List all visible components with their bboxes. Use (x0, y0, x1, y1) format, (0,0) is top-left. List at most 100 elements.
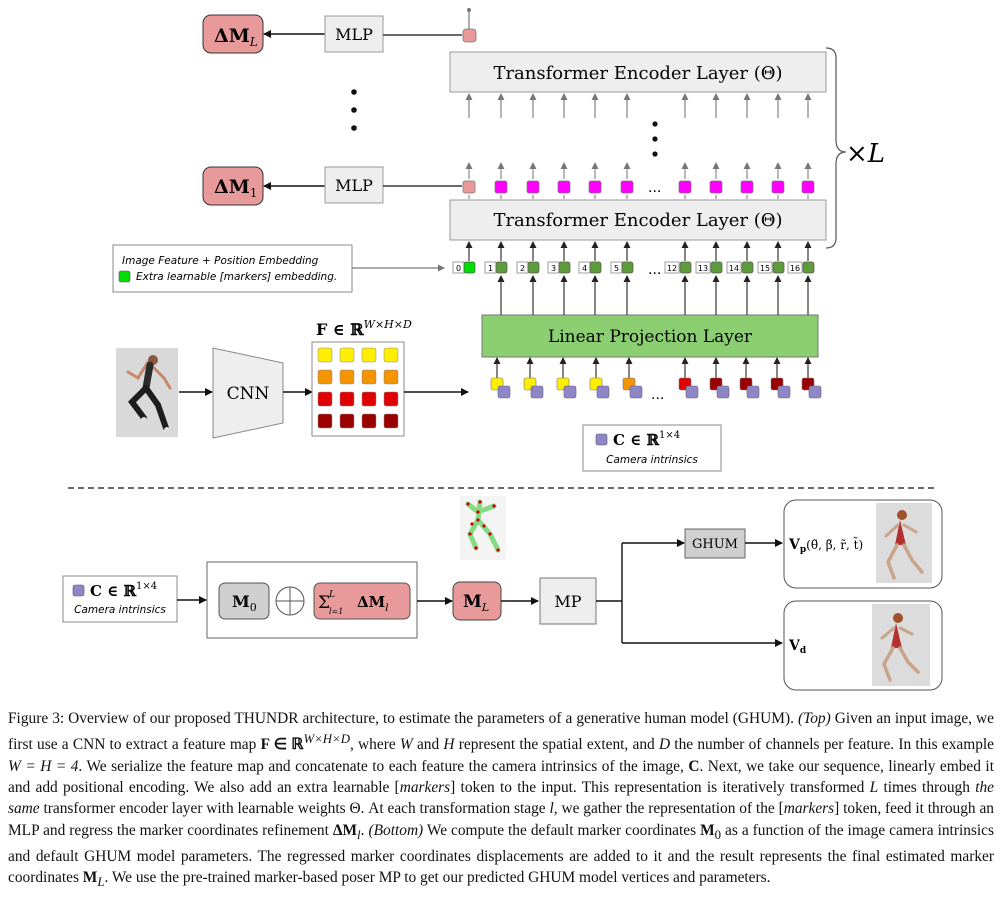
token-index-8: 14 (729, 264, 739, 273)
transformer-bottom-label: Transformer Encoder Layer (Θ) (493, 210, 782, 231)
feature-map-grid (311, 341, 405, 437)
output-token-2 (526, 180, 540, 194)
embedding-token-9 (772, 261, 785, 274)
feature-cell-2-0 (317, 391, 333, 407)
embedding-token-6 (679, 261, 692, 274)
svg-text:ΔMl: ΔMl (357, 593, 388, 614)
camera-intrinsics-box-top: C ∈ ℝ1×4 Camera intrinsics (582, 424, 722, 472)
token-index-7: 13 (698, 264, 708, 273)
embedding-token-8 (741, 261, 754, 274)
output-token-9 (771, 180, 785, 194)
repeat-brace (825, 47, 847, 249)
feature-cell-1-3 (383, 369, 399, 385)
embedding-token-4 (589, 261, 602, 274)
token-index-5: 5 (614, 264, 619, 273)
svg-text:Σ: Σ (318, 593, 330, 613)
output-token-1 (494, 180, 508, 194)
token-index-box-9 (757, 261, 773, 274)
cnn-label: CNN (227, 384, 270, 404)
cnn-block: CNN (212, 347, 284, 439)
feature-row-ellipsis: ... (651, 387, 664, 403)
transformer-top-label: Transformer Encoder Layer (Θ) (493, 63, 782, 84)
marker-skeleton-image (460, 496, 506, 560)
ghum-box: GHUM (684, 528, 746, 559)
camera-bottom-caption: Camera intrinsics (74, 604, 166, 616)
delta-ml-sub: L (249, 35, 258, 49)
add-operator-icon (275, 586, 305, 616)
vp-output-box: Vp(θ̃, β̃, r̃, t̃) (783, 499, 943, 589)
output-token-6 (678, 180, 692, 194)
feature-cell-0-0 (317, 347, 333, 363)
feature-cell-3-2 (361, 413, 377, 429)
feature-cell-0-1 (339, 347, 355, 363)
feature-cell-1-2 (361, 369, 377, 385)
embedding-token-5 (621, 261, 634, 274)
feature-token-row (490, 357, 822, 399)
architecture-diagram: ΔML MLP Transformer Encoder Layer (Θ) ×L… (62, 8, 943, 691)
output-row-ellipsis: ... (648, 180, 661, 196)
delta-m1-sub: 1 (250, 186, 258, 200)
arrows-into-bottom-transformer (465, 241, 812, 261)
output-token-5 (620, 180, 634, 194)
token-index-box-8 (726, 261, 742, 274)
svg-text:M0: M0 (232, 592, 257, 614)
embedding-token-7 (710, 261, 723, 274)
feature-cell-1-1 (339, 369, 355, 385)
feature-cell-2-1 (339, 391, 355, 407)
ml-box: ML (452, 581, 502, 621)
feature-cell-2-2 (361, 391, 377, 407)
embedding-token-10 (802, 261, 815, 274)
embedding-token-1 (495, 261, 508, 274)
mp-label: MP (554, 592, 581, 611)
svg-text:l=1: l=1 (329, 607, 343, 616)
vertical-ellipsis-right (652, 121, 658, 157)
svg-text:Vp(θ̃, β̃, r̃, t̃): Vp(θ̃, β̃, r̃, t̃) (788, 536, 863, 555)
delta-sum-box: Σ L l=1 ΔMl (313, 582, 411, 620)
token-index-9: 15 (760, 264, 770, 273)
token-index-1: 1 (488, 264, 493, 273)
embedding-token-3 (558, 261, 571, 274)
token-index-6: 12 (667, 264, 677, 273)
token-index-box-6 (664, 261, 680, 274)
token-index-4: 4 (582, 264, 587, 273)
feature-cell-3-0 (317, 413, 333, 429)
feature-cell-1-0 (317, 369, 333, 385)
marker-token-out (462, 180, 476, 194)
camera-token-0 (497, 385, 511, 399)
feature-cell-3-1 (339, 413, 355, 429)
transformer-encoder-bottom: Transformer Encoder Layer (Θ) (449, 199, 827, 241)
input-image (116, 348, 178, 437)
camera-token-1 (530, 385, 544, 399)
mp-box: MP (539, 577, 597, 625)
arrows-into-top-transformer (465, 93, 812, 118)
svg-text:L: L (328, 590, 335, 600)
camera-intrinsics-box-bottom: C ∈ ℝ1×4 Camera intrinsics (62, 575, 178, 623)
token-index-box-7 (695, 261, 711, 274)
feature-cell-2-3 (383, 391, 399, 407)
legend-line-2: Extra learnable [markers] embedding. (136, 271, 337, 283)
embedding-token-2 (527, 261, 540, 274)
output-token-3 (557, 180, 571, 194)
input-row-ellipsis: ... (648, 262, 661, 278)
camera-token-4 (629, 385, 643, 399)
delta-ml-box: ΔML (202, 14, 264, 54)
mlp-top-label: MLP (335, 25, 373, 44)
embedding-legend: Image Feature + Position Embedding Extra… (112, 244, 353, 293)
camera-top-caption: Camera intrinsics (606, 454, 698, 466)
svg-text:ΔML: ΔML (214, 25, 258, 49)
feature-map-label: F ∈ ℝW×H×D (316, 318, 412, 339)
output-token-10 (801, 180, 815, 194)
mlp-box-bottom: MLP (324, 166, 384, 204)
svg-text:ΔM1: ΔM1 (214, 176, 257, 200)
ghum-label: GHUM (692, 537, 738, 552)
delta-m1-box: ΔM1 (202, 166, 264, 206)
svg-text:ML: ML (463, 592, 489, 614)
arrows-into-linear-projection (497, 275, 812, 315)
output-token-4 (588, 180, 602, 194)
mlp-box-top: MLP (324, 15, 384, 53)
camera-token-3 (596, 385, 610, 399)
figure-caption: Figure 3: Overview of our proposed THUND… (8, 710, 995, 890)
m0-box: M0 (218, 582, 270, 620)
feature-cell-0-3 (383, 347, 399, 363)
